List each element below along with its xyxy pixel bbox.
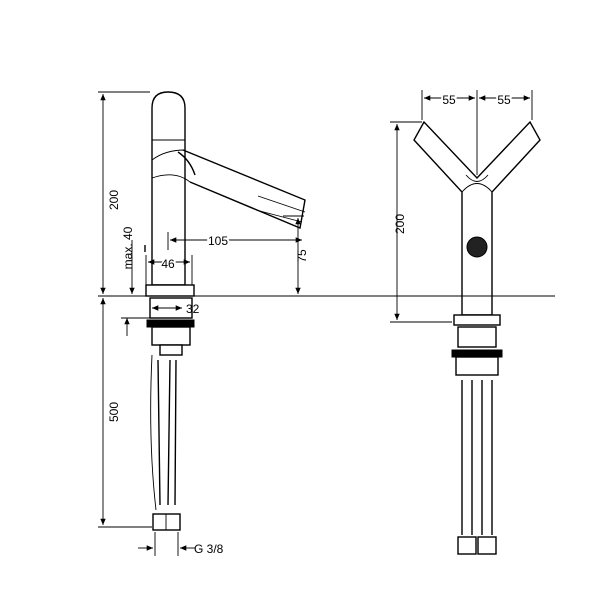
dim-arm-right-55: 55 <box>497 93 511 107</box>
dim-base-46: 46 <box>161 257 175 271</box>
front-view-dimensions: 55 55 200 <box>390 90 533 323</box>
dim-front-height-200: 200 <box>393 214 407 234</box>
front-view-faucet <box>413 120 541 555</box>
dim-reach-105: 105 <box>208 234 228 248</box>
side-view-faucet <box>144 91 306 531</box>
dim-spout-75: 75 <box>295 249 309 263</box>
dim-connection-g38: G 3/8 <box>194 542 224 556</box>
side-view-dimensions: 200 500 max. 40 46 105 75 32 G 3/8 <box>98 91 309 556</box>
dim-hole-32: 32 <box>186 302 200 316</box>
dim-height-200: 200 <box>107 190 121 210</box>
dim-hose-500: 500 <box>107 402 121 422</box>
dim-arm-left-55: 55 <box>442 93 456 107</box>
dim-max-40: max. 40 <box>121 226 135 269</box>
